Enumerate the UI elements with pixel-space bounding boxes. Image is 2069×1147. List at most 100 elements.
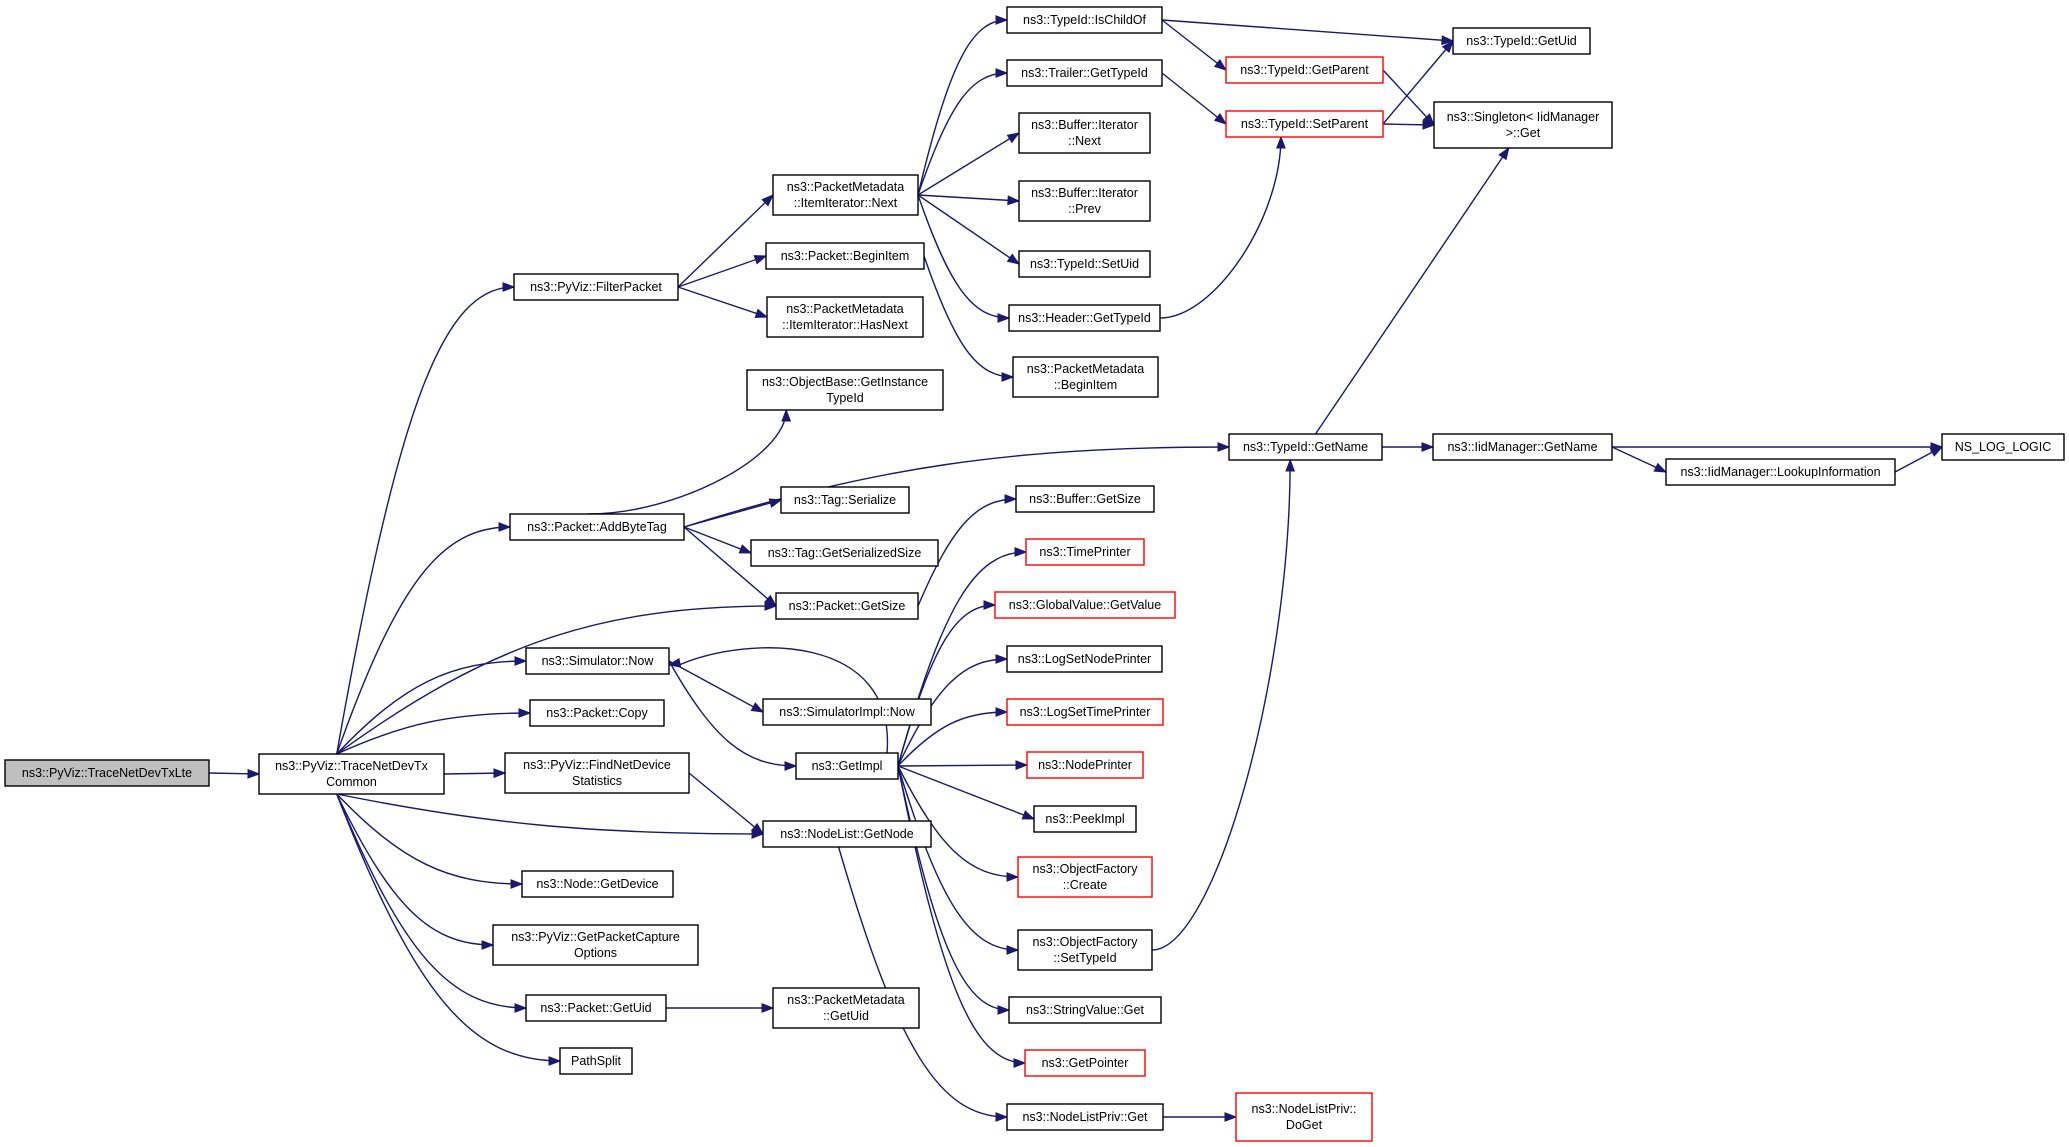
edge-headergettypeid-to-typeidsetparent-arrowhead <box>1276 135 1286 149</box>
node-pathsplit[interactable]: PathSplit <box>559 1047 633 1075</box>
node-nlgetnode[interactable]: ns3::NodeList::GetNode <box>762 820 932 848</box>
node-box <box>1433 101 1613 149</box>
node-addbytetag[interactable]: ns3::Packet::AddByteTag <box>509 513 685 541</box>
node-ofcreate[interactable]: ns3::ObjectFactory::Create <box>1017 856 1153 898</box>
node-peekimpl[interactable]: ns3::PeekImpl <box>1033 805 1137 833</box>
node-label: ns3::ObjectFactory <box>1033 935 1139 949</box>
node-taggetsersize[interactable]: ns3::Tag::GetSerializedSize <box>750 539 939 567</box>
node-label: ns3::Trailer::GetTypeId <box>1021 66 1148 80</box>
edge-tracecommon-to-pgetuid <box>336 793 527 1009</box>
node-trailergettypeid[interactable]: ns3::Trailer::GetTypeId <box>1006 59 1163 87</box>
node-label: ::Create <box>1063 878 1108 892</box>
node-ofsettypeid[interactable]: ns3::ObjectFactory::SetTypeId <box>1017 929 1153 971</box>
node-label: ns3::Packet::Copy <box>546 706 648 720</box>
node-filterpacket[interactable]: ns3::PyViz::FilterPacket <box>513 273 679 301</box>
node-label: TypeId <box>826 391 864 405</box>
node-pgetsize[interactable]: ns3::Packet::GetSize <box>775 592 919 620</box>
node-getpointer[interactable]: ns3::GetPointer <box>1024 1049 1146 1077</box>
node-label: ns3::IidManager::LookupInformation <box>1680 465 1880 479</box>
node-typeidgetuid[interactable]: ns3::TypeId::GetUid <box>1452 27 1591 55</box>
node-typeidsetuid[interactable]: ns3::TypeId::SetUid <box>1018 250 1151 278</box>
node-tracelte[interactable]: ns3::PyViz::TraceNetDevTxLte <box>4 759 210 787</box>
node-iidlookup[interactable]: ns3::IidManager::LookupInformation <box>1665 458 1896 486</box>
node-pgetuid[interactable]: ns3::Packet::GetUid <box>525 994 667 1022</box>
edge-nlgetnode-to-nlprivget-arrowhead <box>995 1112 1009 1122</box>
node-nodegetdevice[interactable]: ns3::Node::GetDevice <box>521 870 674 898</box>
edge-pmiternext-to-trailergettypeid-arrowhead <box>995 68 1009 78</box>
node-label: ns3::StringValue::Get <box>1026 1003 1144 1017</box>
node-label: ns3::NodeList::GetNode <box>780 827 913 841</box>
node-gvgetvalue[interactable]: ns3::GlobalValue::GetValue <box>994 591 1176 619</box>
node-pbeginitem[interactable]: ns3::Packet::BeginItem <box>765 242 925 270</box>
node-label: ns3::Simulator::Now <box>542 654 655 668</box>
node-nlprivdoget[interactable]: ns3::NodeListPriv::DoGet <box>1235 1092 1373 1142</box>
node-singleton[interactable]: ns3::Singleton< IidManager>::Get <box>1433 101 1613 149</box>
node-box <box>1665 458 1896 486</box>
node-typeidgetparent[interactable]: ns3::TypeId::GetParent <box>1225 56 1384 84</box>
edge-tracecommon-to-addbytetag-arrowhead <box>498 522 512 532</box>
node-simnow[interactable]: ns3::Simulator::Now <box>525 647 670 675</box>
node-label: ns3::PacketMetadata <box>787 993 904 1007</box>
node-headergettypeid[interactable]: ns3::Header::GetTypeId <box>1008 304 1161 332</box>
node-stringvalueget[interactable]: ns3::StringValue::Get <box>1008 996 1162 1024</box>
edge-getimpl-to-logsettimeprinter-arrowhead <box>995 707 1009 717</box>
node-label: ns3::TimePrinter <box>1039 545 1130 559</box>
node-typeidgetname[interactable]: ns3::TypeId::GetName <box>1228 433 1383 461</box>
node-pmiterhasnext[interactable]: ns3::PacketMetadata::ItemIterator::HasNe… <box>766 296 924 338</box>
edge-pgetuid-to-pmgetuid-arrowhead <box>761 1003 775 1013</box>
node-getimpl[interactable]: ns3::GetImpl <box>795 752 899 780</box>
node-pcopy[interactable]: ns3::Packet::Copy <box>529 699 665 727</box>
edge-filterpacket-to-pmiternext-arrowhead <box>761 194 775 207</box>
node-pmiternext[interactable]: ns3::PacketMetadata::ItemIterator::Next <box>772 174 919 216</box>
node-simimplnow[interactable]: ns3::SimulatorImpl::Now <box>762 698 932 726</box>
edge-filterpacket-to-pmiterhasnext-arrowhead <box>754 308 769 318</box>
edge-tracecommon-to-simnow <box>336 660 527 755</box>
node-bufiternext[interactable]: ns3::Buffer::Iterator::Next <box>1018 112 1151 154</box>
edge-tracecommon-to-getpktcap-arrowhead <box>481 940 495 950</box>
node-label: PathSplit <box>571 1054 622 1068</box>
node-label: ns3::Packet::AddByteTag <box>527 520 667 534</box>
node-logsetnodeprinter[interactable]: ns3::LogSetNodePrinter <box>1006 645 1163 673</box>
node-tagser[interactable]: ns3::Tag::Serialize <box>780 486 910 514</box>
node-box <box>1006 698 1164 726</box>
node-box <box>1008 996 1162 1024</box>
edge-getimpl-to-ofcreate-arrowhead <box>1006 872 1020 882</box>
edge-addbytetag-to-tagser-arrowhead <box>768 498 783 508</box>
edge-filterpacket-to-pbeginitem-arrowhead <box>753 255 768 265</box>
edge-simnow-to-getimpl <box>668 660 797 767</box>
edge-addbytetag-to-typeidgetname-arrowhead <box>1217 442 1231 452</box>
node-nodeprinter[interactable]: ns3::NodePrinter <box>1026 751 1144 779</box>
node-typeidsetparent[interactable]: ns3::TypeId::SetParent <box>1225 110 1384 138</box>
node-ischildof[interactable]: ns3::TypeId::IsChildOf <box>1006 6 1163 34</box>
edge-tracecommon-to-findnetdev-arrowhead <box>493 768 507 779</box>
node-nlprivget[interactable]: ns3::NodeListPriv::Get <box>1006 1103 1164 1131</box>
edge-layer <box>208 15 1944 1122</box>
node-logsettimeprinter[interactable]: ns3::LogSetTimePrinter <box>1006 698 1164 726</box>
node-label: ns3::GlobalValue::GetValue <box>1009 598 1161 612</box>
edge-pmiternext-to-trailergettypeid <box>917 72 1008 196</box>
node-label: ns3::TypeId::GetUid <box>1466 34 1577 48</box>
node-pmgetuid[interactable]: ns3::PacketMetadata::GetUid <box>772 987 920 1029</box>
node-label: ns3::ObjectFactory <box>1033 862 1139 876</box>
node-timeprinter[interactable]: ns3::TimePrinter <box>1025 538 1145 566</box>
edge-getimpl-to-nodeprinter-arrowhead <box>1015 760 1029 771</box>
edge-pmiternext-to-ischildof <box>917 19 1008 196</box>
node-bufgetsize[interactable]: ns3::Buffer::GetSize <box>1015 485 1155 513</box>
node-box <box>1225 110 1384 138</box>
node-iidgetname[interactable]: ns3::IidManager::GetName <box>1432 433 1613 461</box>
node-bufiterprev[interactable]: ns3::Buffer::Iterator::Prev <box>1018 180 1151 222</box>
edge-nlgetnode-to-nlprivget <box>837 846 1008 1118</box>
node-label: ns3::GetPointer <box>1042 1056 1129 1070</box>
node-label: ns3::PyViz::FilterPacket <box>530 280 662 294</box>
node-pmbeginitem[interactable]: ns3::PacketMetadata::BeginItem <box>1012 356 1159 398</box>
node-label: NS_LOG_LOGIC <box>1955 440 2052 454</box>
node-label: ns3::PeekImpl <box>1045 812 1124 826</box>
node-box <box>492 924 699 966</box>
node-nsloglogic[interactable]: NS_LOG_LOGIC <box>1941 433 2065 461</box>
node-label: ns3::Packet::BeginItem <box>781 249 910 263</box>
